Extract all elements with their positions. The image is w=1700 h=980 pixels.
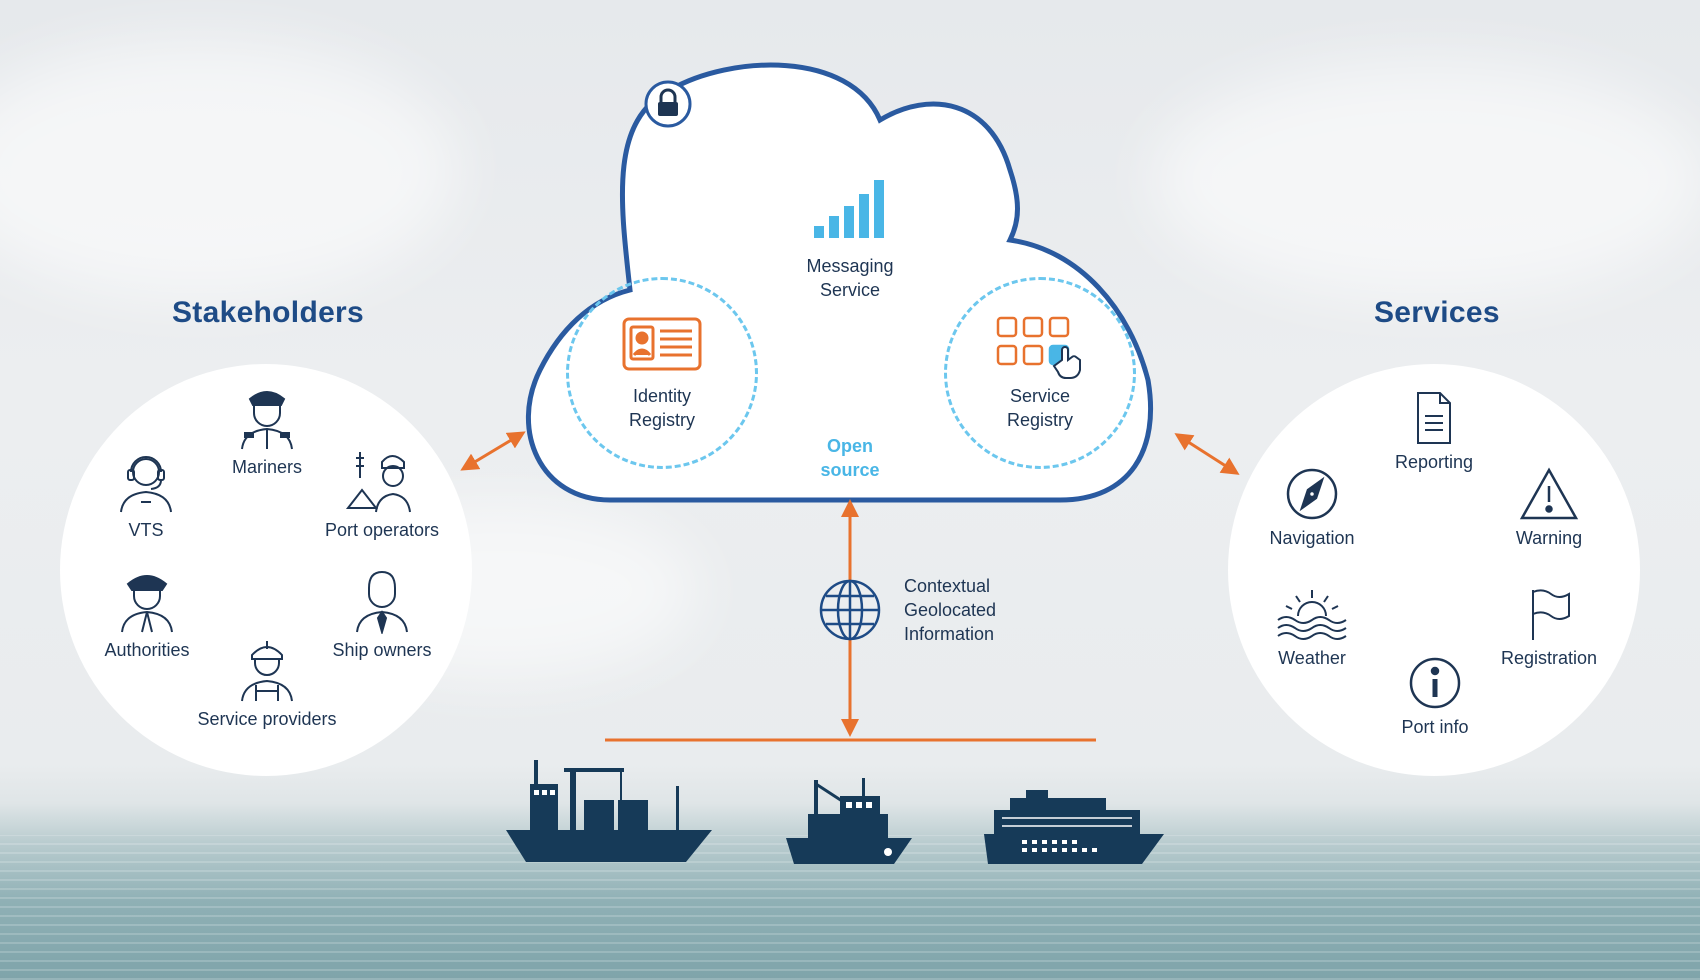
service-label: Navigation — [1269, 528, 1355, 548]
service-warning[interactable]: Warning — [1479, 466, 1619, 549]
cargo-ship-icon — [506, 760, 712, 862]
service-reporting[interactable]: Reporting — [1364, 390, 1504, 473]
stakeholder-vts[interactable]: VTS — [76, 448, 216, 541]
stakeholder-ship-owners[interactable]: Ship owners — [312, 568, 452, 661]
stakeholder-label: Ship owners — [332, 640, 432, 660]
stakeholder-label: Mariners — [231, 457, 302, 477]
tug-boat-icon — [786, 778, 912, 864]
services-link-arrow — [1174, 433, 1240, 475]
service-registry-line2: Registry — [1006, 410, 1073, 430]
stakeholder-label: Service providers — [197, 709, 337, 729]
info-line2: Geolocated — [904, 600, 997, 620]
service-registry-line1: Service — [1009, 386, 1071, 406]
globe-icon — [818, 578, 882, 647]
engineer-icon — [241, 641, 293, 702]
stakeholder-port-operators[interactable]: Port operators — [312, 448, 452, 541]
sky-cloud — [1150, 60, 1700, 300]
service-port-info[interactable]: Port info — [1365, 655, 1505, 738]
identity-line2: Registry — [628, 410, 695, 430]
stakeholders-link-arrow — [460, 431, 526, 471]
captain-icon — [241, 391, 293, 450]
sky-cloud — [0, 40, 460, 300]
open-source-label: Open source — [780, 434, 920, 482]
id-card-icon — [622, 317, 702, 376]
document-icon — [1417, 392, 1451, 444]
lock-icon — [644, 80, 692, 128]
open-source-line1: Open — [826, 436, 873, 456]
stakeholder-label: Port operators — [324, 520, 440, 540]
sun-waves-icon — [1277, 590, 1347, 640]
services-heading: Services — [1374, 296, 1500, 329]
contextual-info-label: Contextual Geolocated Information — [904, 574, 996, 646]
stakeholder-mariners[interactable]: Mariners — [197, 385, 337, 478]
app-grid-icon — [996, 316, 1096, 385]
identity-registry-label: Identity Registry — [592, 384, 732, 432]
service-weather[interactable]: Weather — [1242, 586, 1382, 669]
compass-icon — [1286, 468, 1338, 520]
stakeholder-label: VTS — [128, 520, 164, 540]
service-label: Reporting — [1394, 452, 1474, 472]
service-label: Weather — [1278, 648, 1346, 668]
port-worker-icon — [345, 452, 411, 513]
stakeholder-service-providers[interactable]: Service providers — [197, 637, 337, 730]
open-source-line2: source — [820, 460, 880, 480]
identity-registry-ring — [566, 277, 758, 469]
messaging-service-label: Messaging Service — [780, 254, 920, 302]
flag-icon — [1532, 589, 1570, 640]
info-line3: Information — [904, 624, 995, 644]
cruise-ship-icon — [984, 790, 1164, 864]
warning-triangle-icon — [1519, 467, 1579, 520]
businessman-icon — [356, 570, 408, 634]
identity-line1: Identity — [632, 386, 692, 406]
info-icon — [1409, 657, 1461, 709]
service-label: Warning — [1515, 528, 1583, 548]
messaging-line1: Messaging — [806, 256, 894, 276]
service-registration[interactable]: Registration — [1479, 586, 1619, 669]
service-label: Port info — [1401, 717, 1469, 737]
service-label: Registration — [1500, 648, 1598, 668]
lock-badge — [644, 80, 692, 133]
stakeholder-label: Authorities — [104, 640, 190, 660]
headset-operator-icon — [120, 456, 172, 513]
stakeholders-heading: Stakeholders — [172, 296, 365, 329]
messaging-line2: Service — [819, 280, 881, 300]
service-registry-label: Service Registry — [970, 384, 1110, 432]
info-line1: Contextual — [904, 576, 991, 596]
service-navigation[interactable]: Navigation — [1242, 466, 1382, 549]
service-registry-ring — [944, 277, 1136, 469]
officer-icon — [121, 575, 173, 633]
signal-bars-icon — [812, 178, 892, 245]
stakeholder-authorities[interactable]: Authorities — [77, 568, 217, 661]
